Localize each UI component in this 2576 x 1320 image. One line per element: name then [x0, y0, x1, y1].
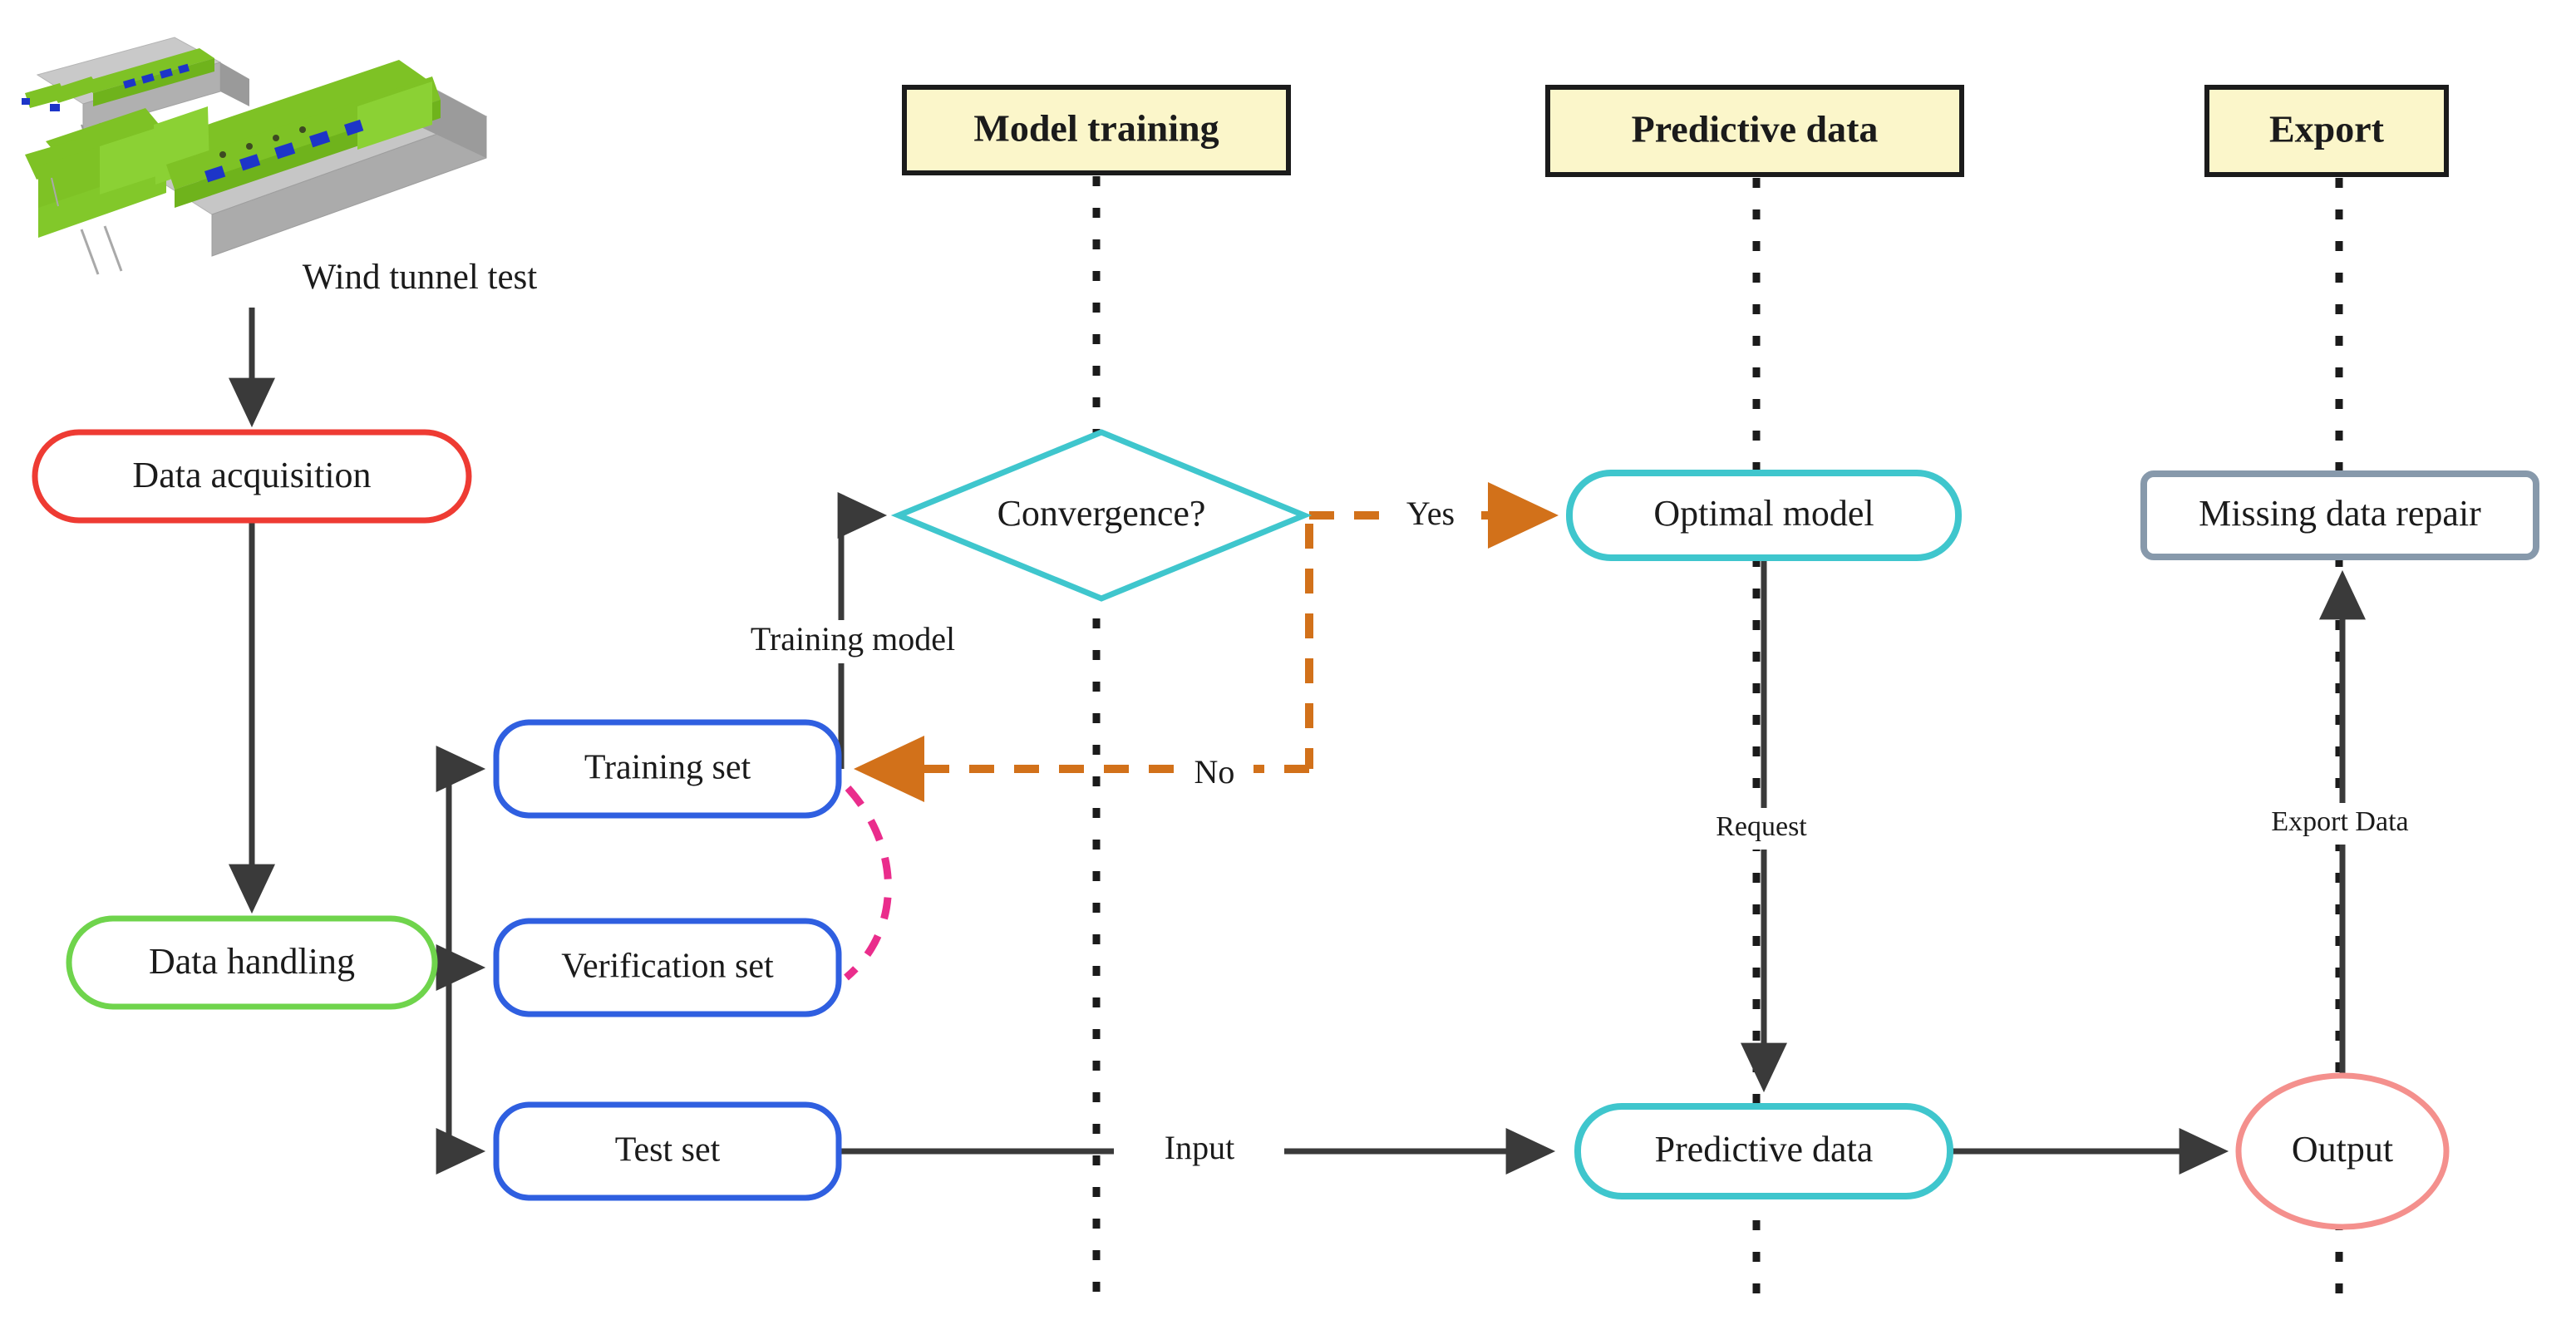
- edge-label-request: Request: [1691, 808, 1832, 850]
- lane-header-label-model-training: Model training: [973, 107, 1219, 150]
- lane-header-model-training[interactable]: Model training: [902, 85, 1291, 175]
- node-label-predictive-data: Predictive data: [1655, 1129, 1874, 1170]
- wind-tunnel-model-render: [22, 37, 488, 275]
- edge-labels: Training model Yes No Input Request Expo…: [733, 495, 2434, 1174]
- node-label-data-handling: Data handling: [149, 941, 355, 982]
- node-convergence[interactable]: Convergence?: [890, 429, 1313, 602]
- flow-arrows-orange: [853, 482, 1559, 802]
- node-output[interactable]: Output: [2235, 1072, 2450, 1230]
- figure-caption-text: Wind tunnel test: [303, 258, 538, 297]
- arrow-training-model-to-convergence: [837, 492, 888, 769]
- flow-arrows-pink: [844, 785, 892, 981]
- node-label-training-set: Training set: [584, 749, 751, 787]
- node-verification-set[interactable]: Verification set: [493, 918, 842, 1017]
- edge-label-input: Input: [1117, 1129, 1282, 1174]
- node-predictive-data[interactable]: Predictive data: [1574, 1103, 1953, 1199]
- edge-label-no: No: [1175, 753, 1254, 798]
- node-label-optimal-model: Optimal model: [1653, 493, 1874, 534]
- svg-text:Input: Input: [1165, 1129, 1234, 1166]
- node-training-set[interactable]: Training set: [493, 719, 842, 819]
- node-data-acquisition[interactable]: Data acquisition: [32, 429, 472, 524]
- node-label-test-set: Test set: [615, 1131, 721, 1170]
- node-label-output: Output: [2292, 1129, 2393, 1170]
- curve-training-set-to-verification-set: [844, 785, 892, 981]
- node-label-missing-data-repair: Missing data repair: [2199, 493, 2481, 534]
- svg-text:Yes: Yes: [1406, 495, 1455, 532]
- lane-header-export[interactable]: Export: [2204, 85, 2449, 177]
- svg-text:Export Data: Export Data: [2271, 806, 2408, 837]
- figure-caption: Wind tunnel test: [303, 258, 538, 297]
- node-missing-data-repair[interactable]: Missing data repair: [2140, 470, 2539, 560]
- node-data-handling[interactable]: Data handling: [66, 915, 438, 1010]
- edge-label-export-data: Export Data: [2246, 803, 2434, 845]
- node-label-verification-set: Verification set: [561, 948, 774, 986]
- svg-text:No: No: [1194, 753, 1235, 791]
- lane-headers: Model training Predictive data Export: [902, 85, 2449, 177]
- edge-label-training-model: Training model: [733, 620, 973, 663]
- node-optimal-model[interactable]: Optimal model: [1566, 470, 1962, 561]
- node-test-set[interactable]: Test set: [493, 1101, 842, 1201]
- lane-header-label-export: Export: [2269, 108, 2385, 150]
- edge-label-yes: Yes: [1382, 495, 1480, 539]
- lane-header-predictive-data[interactable]: Predictive data: [1545, 85, 1964, 177]
- nodes: Data acquisition Data handling Training …: [32, 429, 2539, 1230]
- node-label-convergence: Convergence?: [997, 493, 1206, 534]
- node-label-data-acquisition: Data acquisition: [132, 455, 371, 495]
- svg-text:Request: Request: [1716, 811, 1807, 842]
- lane-header-label-predictive-data: Predictive data: [1632, 108, 1879, 150]
- svg-text:Training model: Training model: [751, 620, 955, 658]
